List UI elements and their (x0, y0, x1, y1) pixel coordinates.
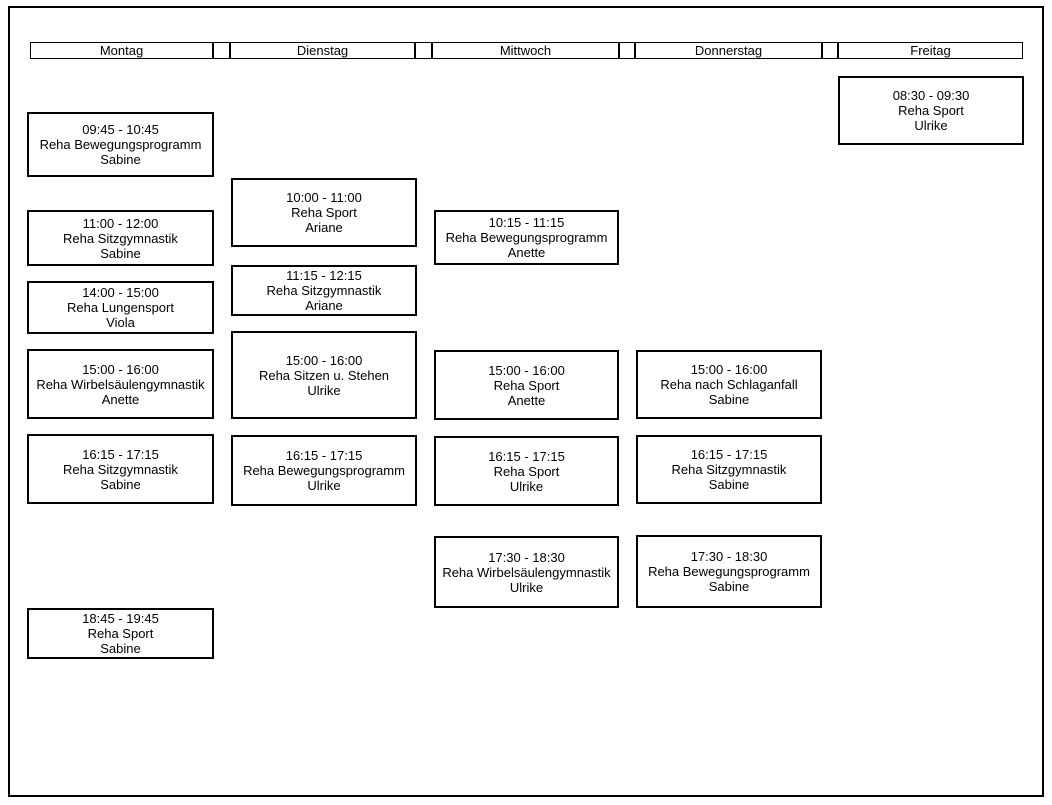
header-spacer (415, 42, 432, 59)
event-time: 16:15 - 17:15 (285, 448, 363, 463)
event-box: 10:00 - 11:00 Reha Sport Ariane (231, 178, 417, 247)
event-instructor: Sabine (708, 392, 750, 407)
event-box: 08:30 - 09:30 Reha Sport Ulrike (838, 76, 1024, 145)
event-instructor: Sabine (708, 477, 750, 492)
event-instructor: Viola (106, 315, 135, 330)
event-box: 16:15 - 17:15 Reha Sitzgymnastik Sabine (27, 434, 214, 504)
event-time: 17:30 - 18:30 (690, 549, 768, 564)
event-time: 14:00 - 15:00 (82, 285, 159, 300)
day-header-montag: Montag (30, 42, 213, 59)
event-instructor: Sabine (100, 641, 141, 656)
event-box: 09:45 - 10:45 Reha Bewegungsprogramm Sab… (27, 112, 214, 177)
event-activity: Reha Wirbelsäulengymnastik (442, 564, 611, 580)
event-activity: Reha Lungensport (67, 300, 174, 315)
event-time: 15:00 - 16:00 (82, 361, 159, 377)
event-time: 08:30 - 09:30 (892, 88, 970, 103)
event-time: 18:45 - 19:45 (82, 611, 159, 626)
event-time: 15:00 - 16:00 (285, 352, 363, 368)
event-activity: Reha Bewegungsprogramm (243, 463, 405, 478)
event-activity: Reha Sitzgymnastik (671, 462, 787, 477)
event-box: 16:15 - 17:15 Reha Sport Ulrike (434, 436, 619, 506)
event-instructor: Sabine (100, 152, 141, 167)
event-activity: Reha Sitzgymnastik (63, 461, 178, 477)
event-time: 17:30 - 18:30 (488, 549, 565, 565)
event-box: 15:00 - 16:00 Reha nach Schlaganfall Sab… (636, 350, 822, 419)
event-instructor: Ulrike (509, 579, 544, 595)
event-time: 11:15 - 12:15 (286, 268, 362, 283)
event-time: 15:00 - 16:00 (690, 362, 768, 377)
event-time: 16:15 - 17:15 (690, 447, 768, 462)
event-box: 17:30 - 18:30 Reha Wirbelsäulengymnastik… (434, 536, 619, 608)
event-activity: Reha Bewegungsprogramm (445, 230, 608, 245)
event-instructor: Ulrike (307, 382, 341, 398)
event-instructor: Sabine (708, 579, 750, 594)
event-box: 16:15 - 17:15 Reha Bewegungsprogramm Ulr… (231, 435, 417, 506)
event-instructor: Ariane (305, 220, 343, 235)
event-activity: Reha nach Schlaganfall (660, 377, 798, 392)
event-activity: Reha Sport (291, 205, 357, 220)
event-time: 10:00 - 11:00 (286, 190, 362, 205)
header-spacer (213, 42, 230, 59)
header-spacer (822, 42, 838, 59)
event-instructor: Anette (101, 391, 140, 407)
day-header-donnerstag: Donnerstag (635, 42, 822, 59)
day-header-dienstag: Dienstag (230, 42, 415, 59)
event-activity: Reha Sport (493, 377, 560, 393)
event-box: 17:30 - 18:30 Reha Bewegungsprogramm Sab… (636, 535, 822, 608)
event-instructor: Ulrike (914, 118, 948, 133)
event-box: 15:00 - 16:00 Reha Sport Anette (434, 350, 619, 420)
event-time: 16:15 - 17:15 (82, 446, 159, 462)
event-time: 10:15 - 11:15 (488, 215, 565, 230)
event-instructor: Ulrike (307, 478, 341, 493)
event-box: 18:45 - 19:45 Reha Sport Sabine (27, 608, 214, 659)
event-time: 11:00 - 12:00 (82, 215, 159, 231)
event-activity: Reha Sport (898, 103, 964, 118)
event-instructor: Ulrike (509, 478, 544, 494)
event-activity: Reha Sport (493, 463, 560, 479)
event-time: 15:00 - 16:00 (488, 362, 565, 378)
event-time: 09:45 - 10:45 (82, 122, 159, 137)
event-instructor: Ariane (305, 298, 343, 313)
event-activity: Reha Wirbelsäulengymnastik (36, 376, 205, 392)
event-activity: Reha Bewegungsprogramm (39, 137, 202, 152)
event-instructor: Anette (507, 392, 546, 408)
event-box: 14:00 - 15:00 Reha Lungensport Viola (27, 281, 214, 334)
event-box: 16:15 - 17:15 Reha Sitzgymnastik Sabine (636, 435, 822, 504)
event-instructor: Sabine (100, 476, 141, 492)
day-header-mittwoch: Mittwoch (432, 42, 619, 59)
event-activity: Reha Bewegungsprogramm (648, 564, 810, 579)
event-box: 15:00 - 16:00 Reha Wirbelsäulengymnastik… (27, 349, 214, 419)
event-box: 10:15 - 11:15 Reha Bewegungsprogramm Ane… (434, 210, 619, 265)
event-box: 11:00 - 12:00 Reha Sitzgymnastik Sabine (27, 210, 214, 266)
day-header-freitag: Freitag (838, 42, 1023, 59)
event-instructor: Anette (507, 245, 546, 260)
event-box: 11:15 - 12:15 Reha Sitzgymnastik Ariane (231, 265, 417, 316)
event-activity: Reha Sitzen u. Stehen (258, 367, 390, 383)
event-time: 16:15 - 17:15 (488, 448, 565, 464)
event-activity: Reha Sitzgymnastik (63, 230, 178, 246)
event-box: 15:00 - 16:00 Reha Sitzen u. Stehen Ulri… (231, 331, 417, 419)
header-spacer (619, 42, 635, 59)
event-activity: Reha Sport (87, 626, 154, 641)
event-activity: Reha Sitzgymnastik (266, 283, 382, 298)
event-instructor: Sabine (100, 245, 141, 261)
